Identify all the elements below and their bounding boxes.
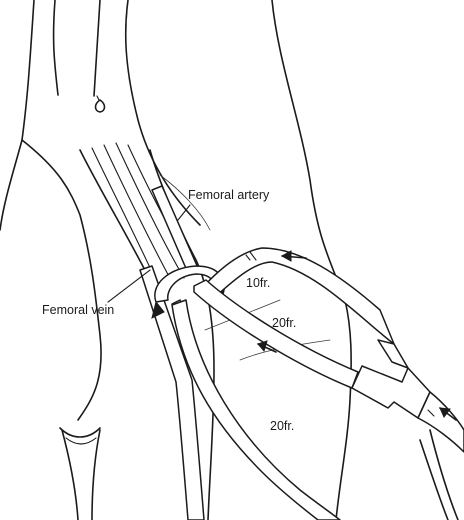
label-femoral-vein: Femoral vein	[42, 303, 114, 317]
femoral-vein-leader	[108, 270, 150, 302]
cannula-20fr-top	[194, 280, 358, 388]
line-tail	[430, 430, 458, 520]
label-20fr-top: 20fr.	[272, 316, 296, 330]
y-connector	[352, 340, 464, 452]
navel-mark	[96, 100, 105, 112]
label-femoral-artery: Femoral artery	[188, 188, 270, 202]
lower-outline	[60, 428, 100, 520]
label-10fr: 10fr.	[246, 276, 270, 290]
label-20fr-bottom: 20fr.	[270, 419, 294, 433]
navel-tick	[97, 96, 99, 100]
cannula-10fr	[204, 248, 394, 344]
